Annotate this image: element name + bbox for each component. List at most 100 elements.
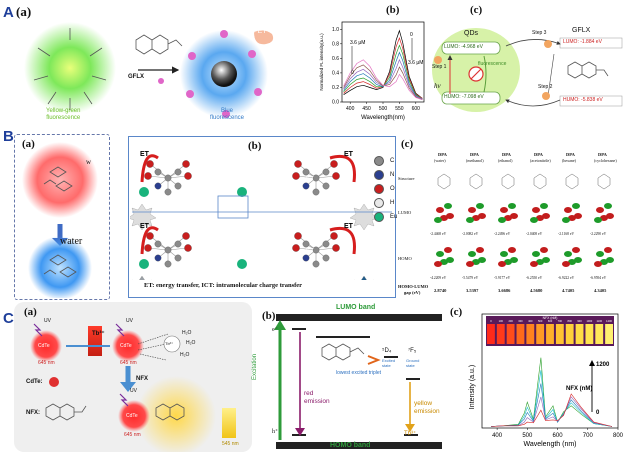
- homo-band-label: HOMO band: [330, 442, 371, 449]
- table-cell: HOMO-LUMO: [398, 284, 429, 289]
- vial-label: 1000: [586, 319, 592, 323]
- homo-lobe: [500, 251, 508, 257]
- left-molecule-atom: [164, 174, 172, 182]
- nfx-step-label: NFX: [136, 376, 148, 382]
- homo-lobe: [504, 259, 512, 265]
- vial-yellow: [222, 408, 236, 438]
- left-molecule-atom: [144, 244, 152, 252]
- yellow-emission-line-1: yellow: [414, 400, 433, 407]
- lumo-lobe: [434, 217, 442, 223]
- lumo-lobe: [436, 207, 444, 213]
- table-cell: -2.2496 eV: [494, 232, 511, 236]
- uv-label-2: UV: [126, 318, 133, 324]
- red-emission-label: red emission: [304, 390, 330, 406]
- plot-frame: [481, 313, 619, 429]
- left-molecule-atom: [174, 254, 182, 262]
- cdte-label-2: CdTe: [120, 343, 132, 349]
- homo-lobe: [532, 251, 540, 257]
- lumo-lobe: [500, 207, 508, 213]
- panel-c-c-label: (c): [450, 306, 463, 318]
- right-molecule-atom: [312, 260, 320, 268]
- orbital-column: [530, 173, 550, 267]
- panel-b-a-box: [14, 134, 110, 300]
- vial-label: 1100: [596, 319, 602, 323]
- lumo-lobe: [440, 215, 448, 221]
- vial: [496, 324, 505, 344]
- homo-lobe: [562, 261, 570, 267]
- uv-label-1: UV: [44, 318, 51, 324]
- right-molecule-atom: [302, 182, 310, 190]
- lumo-lobe: [594, 217, 602, 223]
- lumo-band-bar: [276, 314, 442, 321]
- table-cell: -5.9177 eV: [494, 276, 511, 280]
- x-axis-label: Wavelength(nm): [361, 115, 405, 121]
- annotation: 3.6 μM: [350, 40, 365, 46]
- x-tick-label: 400: [346, 106, 355, 112]
- vial: [536, 324, 545, 344]
- qd-core: [211, 61, 237, 87]
- legend-symbol: H: [390, 200, 395, 206]
- hv-text: hν: [434, 82, 441, 90]
- homo-lobe: [472, 259, 480, 265]
- vial: [506, 324, 515, 344]
- panel-b-a-label: (a): [22, 138, 35, 150]
- series-line: [491, 370, 613, 427]
- annotation: 3.6 μM: [408, 60, 423, 66]
- lumo-lobe: [536, 215, 544, 221]
- energy-level-diagram: [432, 28, 623, 112]
- water-highlight-box: [217, 195, 249, 219]
- left-molecule-atom: [146, 160, 154, 168]
- lumo-lobe: [606, 213, 614, 219]
- table-cell: -5.5479 eV: [462, 276, 479, 280]
- legend-swatch: [374, 198, 384, 208]
- y-tick-label: 0.0: [332, 100, 339, 106]
- structure: [437, 173, 451, 190]
- x-tick-label: 500: [379, 106, 388, 112]
- water-label: water: [60, 236, 83, 247]
- wl-545: 545 nm: [222, 441, 239, 447]
- vial-label: 500: [538, 319, 543, 323]
- legend-swatch: [374, 170, 384, 180]
- homo-band-bar: [276, 442, 442, 449]
- mechanism-caption: ET: energy transfer, ICT: intramolecular…: [144, 282, 303, 289]
- table-cell: (acetonitrile): [530, 158, 551, 163]
- x-axis-label: Wavelength (nm): [523, 441, 576, 448]
- homo-box: [441, 91, 501, 105]
- vial-label: 800: [568, 319, 573, 323]
- table-cell: HOMO: [398, 256, 412, 261]
- right-molecule-atom: [332, 172, 340, 180]
- panel-c-b-label: (b): [262, 310, 276, 322]
- annotation: 0: [410, 32, 413, 38]
- table-cell: DPA: [534, 152, 543, 157]
- yellow-emission-line-2: emission: [414, 408, 440, 415]
- lumo-lobe: [476, 203, 484, 209]
- tb-center-label: Tb³⁺: [165, 341, 174, 346]
- left-molecule-atom: [146, 232, 154, 240]
- uv-label-3: UV: [130, 388, 137, 394]
- x-tick-label: 500: [522, 433, 533, 439]
- homo-lobe: [508, 247, 516, 253]
- table-cell: -2.0082 eV: [462, 232, 479, 236]
- left-molecule-atom: [144, 172, 152, 180]
- wl-645-1: 645 nm: [38, 360, 55, 366]
- vial-label: 700: [558, 319, 563, 323]
- table-cell: 3.5397: [466, 288, 479, 293]
- homo-lobe: [596, 251, 604, 257]
- table-cell: DPA: [438, 152, 447, 157]
- x-tick-label: 400: [492, 433, 503, 439]
- panel-a-c-label: (c): [470, 4, 483, 16]
- lumo-band-label: LUMO band: [336, 304, 376, 311]
- yellow-green-caption: Yellow-green fluorescence: [46, 108, 80, 122]
- table-cell: Structure: [398, 176, 415, 181]
- lumo-lobe: [478, 213, 486, 219]
- legend-item: O: [338, 182, 397, 196]
- left-molecule-atom: [174, 168, 182, 176]
- triplet-label: lowest excited triplet: [336, 370, 382, 376]
- table-cell: DPA: [470, 152, 479, 157]
- y-axis-label: Intensity (a.u.): [469, 365, 476, 409]
- y-tick-label: 0.4: [332, 70, 339, 76]
- table-cell: DPA: [598, 152, 607, 157]
- homo-lobe: [440, 259, 448, 265]
- legend-symbol: N: [390, 172, 395, 178]
- homo-lobe: [564, 251, 572, 257]
